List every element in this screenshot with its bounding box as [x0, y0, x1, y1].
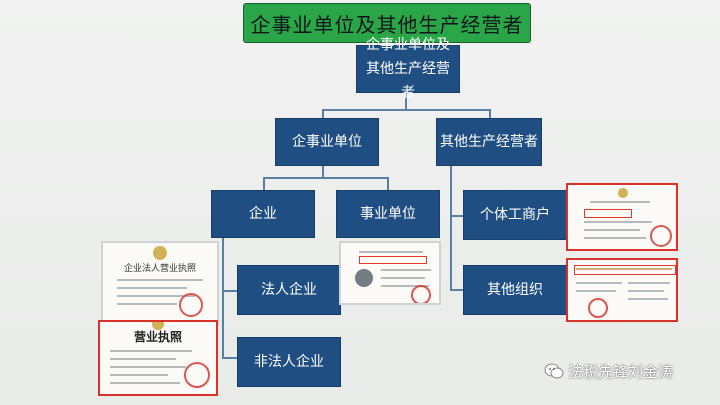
official-seal-icon [588, 298, 608, 318]
national-emblem-icon [152, 322, 164, 330]
certificate-text-line [381, 285, 429, 287]
official-seal-icon [179, 293, 203, 317]
node-root: 企事业单位及其他生产经营者 [356, 37, 460, 101]
certificate-text-line [584, 221, 652, 223]
watermark-text: 法税先锋刘金涛 [568, 362, 674, 381]
certificate-text-line [117, 303, 177, 305]
official-seal-icon [650, 225, 672, 247]
certificate-text-line [576, 282, 622, 284]
connector [450, 215, 464, 217]
watermark: 法税先锋刘金涛 [544, 361, 673, 381]
certificate-text-line [584, 237, 646, 239]
certificate-text-line [576, 268, 672, 270]
connector [450, 289, 464, 291]
highlight-box [359, 256, 427, 264]
certificate-text-line [628, 290, 664, 292]
connector [450, 166, 452, 290]
connector [322, 109, 491, 111]
highlight-box [584, 209, 632, 218]
connector [322, 109, 324, 119]
certificate-text-line [628, 282, 670, 284]
certificate-text-line [381, 277, 425, 279]
node-non-legal-person-enterprise: 非法人企业 [237, 337, 341, 387]
connector [222, 290, 238, 292]
other-organization-certificate-image [566, 258, 678, 322]
certificate-text-line [117, 287, 187, 289]
certificate-text-line [590, 201, 650, 203]
certificate-text-line [576, 290, 616, 292]
legal-person-license-image: 企业法人营业执照 [101, 241, 219, 325]
certificate-text-line [110, 358, 176, 360]
national-emblem-icon [618, 188, 628, 198]
public-institution-certificate-image [339, 241, 441, 305]
slide-title: 企事业单位及其他生产经营者 [243, 3, 531, 43]
certificate-title: 营业执照 [133, 330, 182, 344]
node-enterprise-unit: 企事业单位 [275, 118, 379, 166]
node-individual-business: 个体工商户 [463, 190, 567, 240]
node-legal-person-enterprise: 法人企业 [237, 265, 341, 315]
business-license-image: 营业执照 [98, 320, 218, 396]
official-seal-icon [184, 362, 210, 388]
certificate-text-line [110, 382, 180, 384]
certificate-text-line [381, 269, 431, 271]
node-other-organization: 其他组织 [463, 265, 567, 315]
highlight-box [574, 265, 676, 275]
certificate-text-line [110, 350, 192, 352]
certificate-text-line [110, 374, 168, 376]
individual-business-license-image [566, 183, 678, 251]
certificate-text-line [110, 366, 186, 368]
national-emblem-icon [153, 246, 167, 260]
emblem-icon [355, 269, 373, 287]
certificate-text-line [628, 298, 668, 300]
certificate-text-line [117, 295, 195, 297]
certificate-text-line [359, 251, 423, 253]
connector [405, 92, 407, 110]
node-other-operators: 其他生产经营者 [436, 118, 542, 166]
connector [489, 109, 491, 119]
certificate-title: 企业法人营业执照 [123, 264, 196, 274]
connector [263, 177, 389, 179]
connector [322, 166, 324, 178]
certificate-text-line [117, 279, 203, 281]
node-enterprise: 企业 [211, 190, 315, 238]
certificate-text-line [584, 229, 640, 231]
connector [222, 238, 224, 358]
connector [387, 177, 389, 191]
node-public-institution: 事业单位 [336, 190, 440, 238]
official-seal-icon [411, 285, 431, 303]
connector [222, 357, 238, 359]
connector [263, 177, 265, 191]
wechat-icon [544, 363, 564, 379]
